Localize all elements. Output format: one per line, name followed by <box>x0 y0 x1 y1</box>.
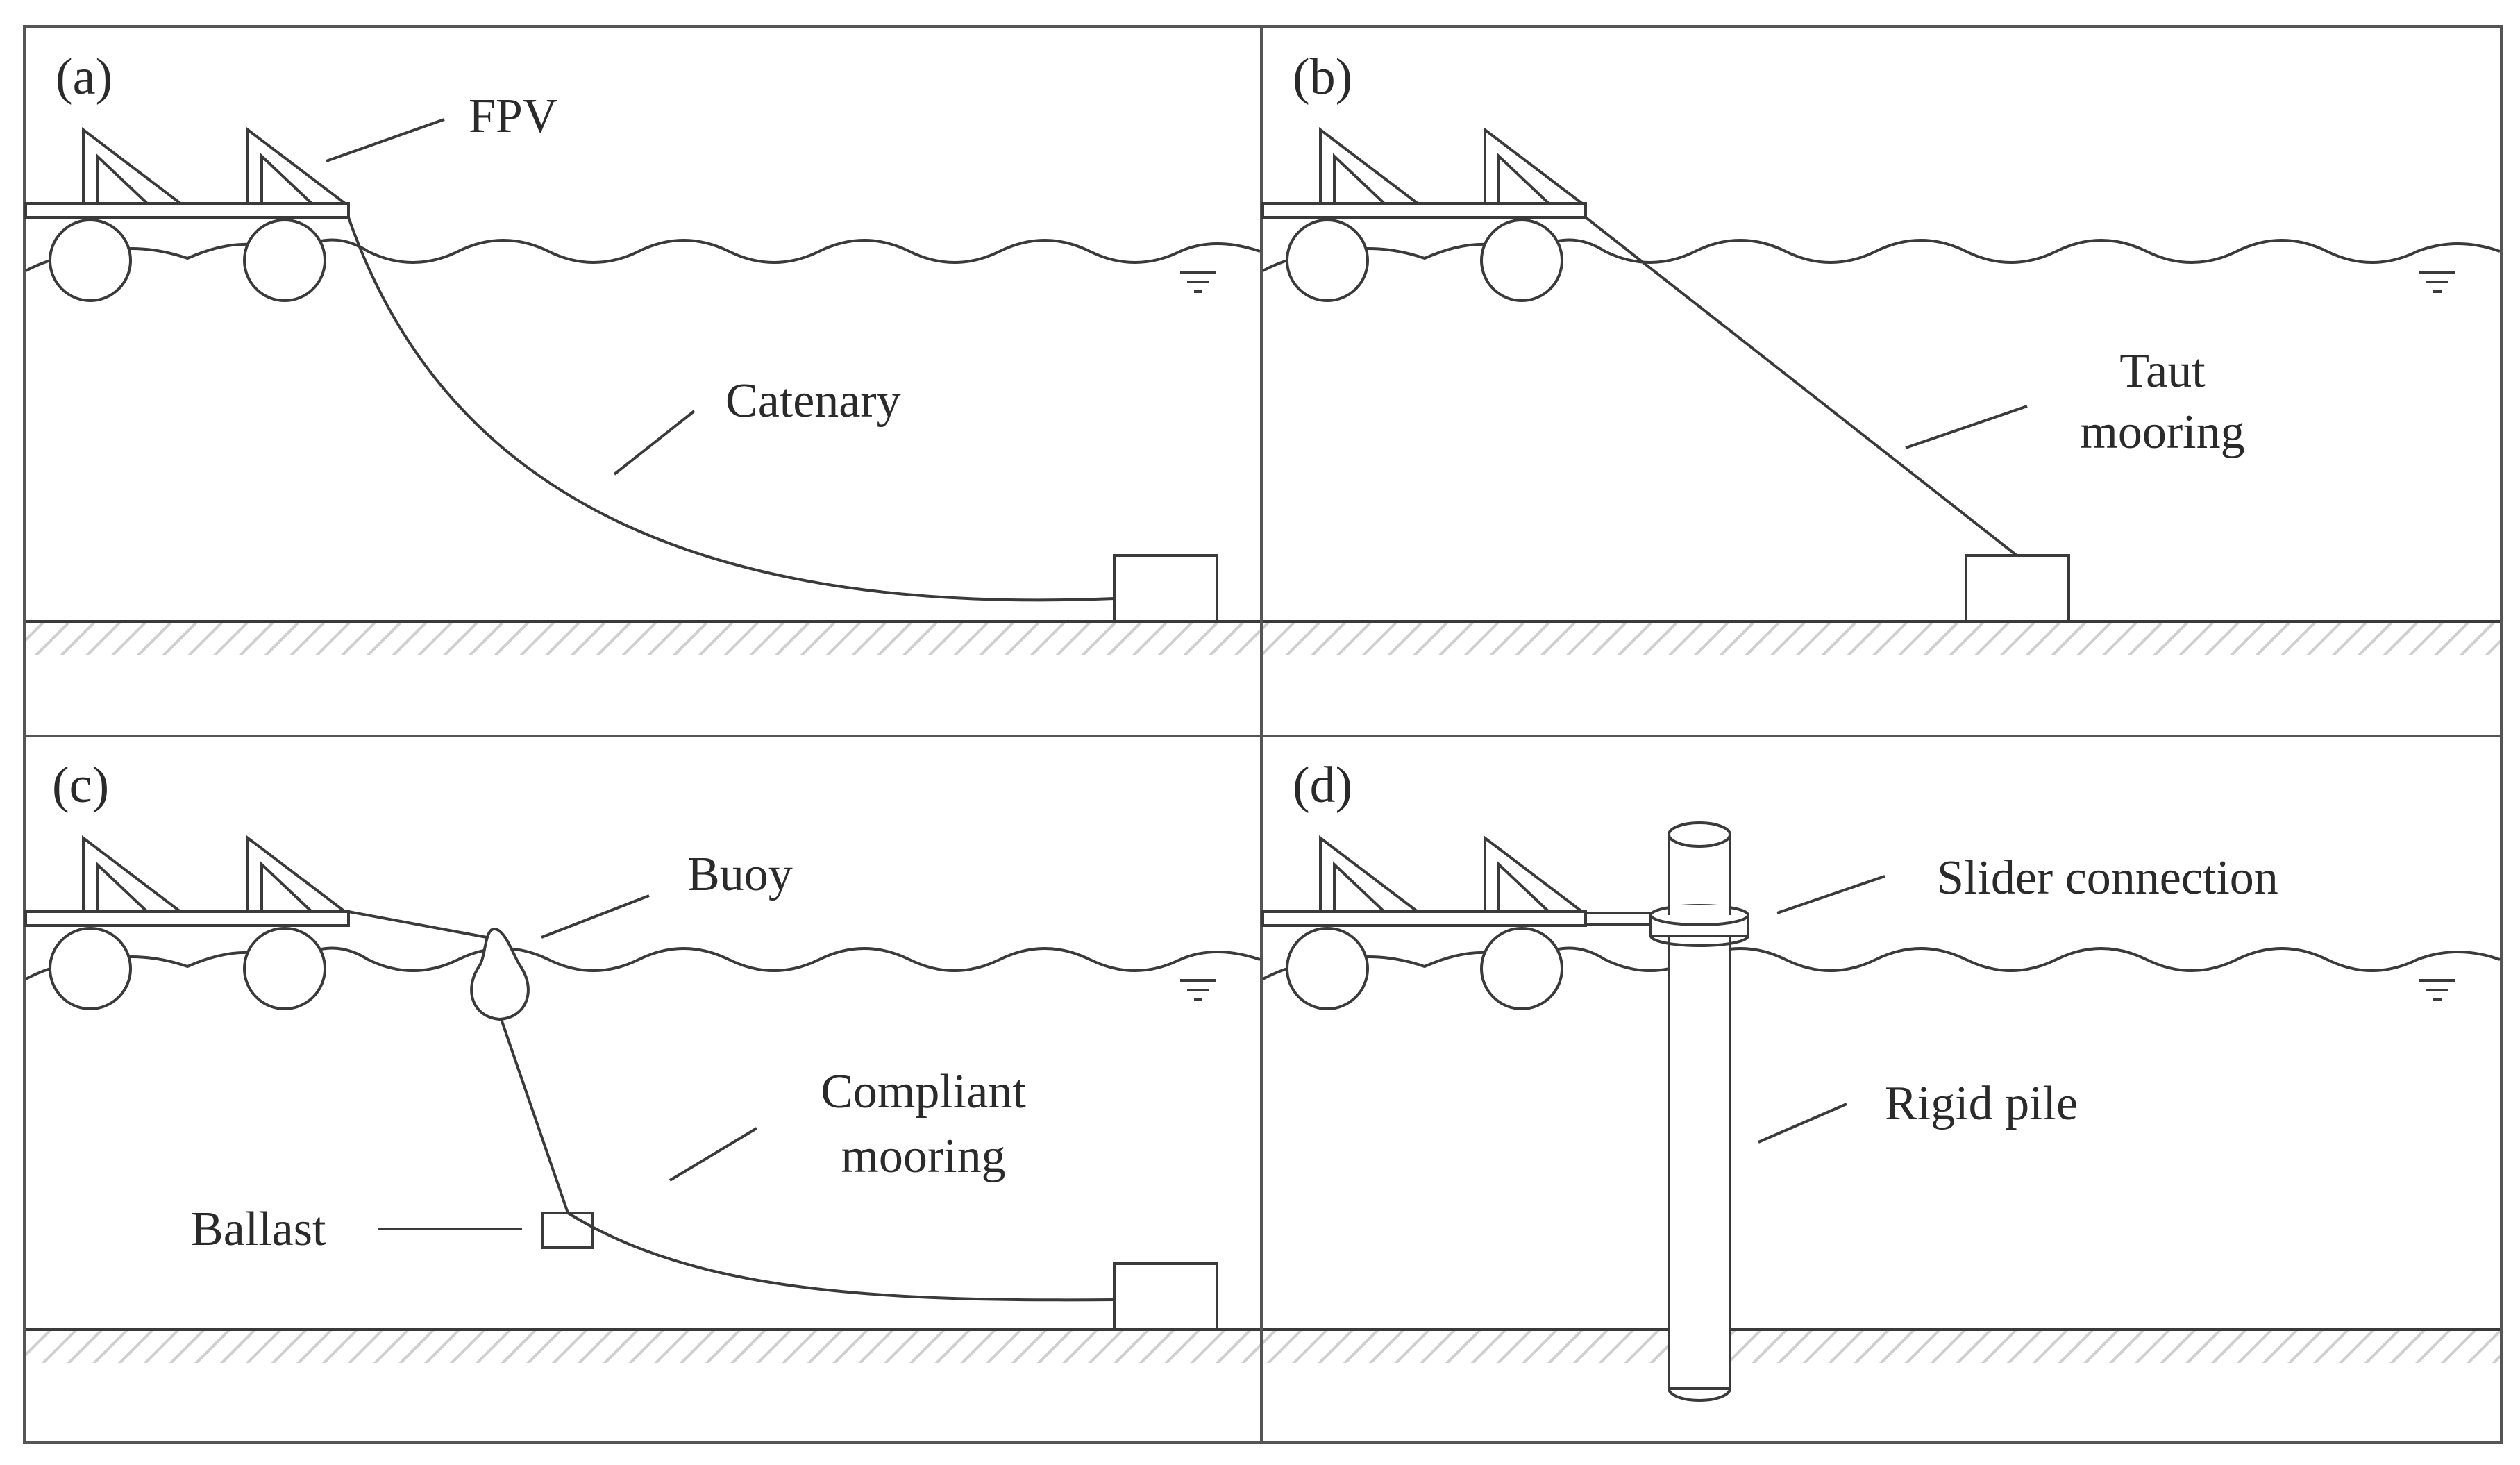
pontoon-floats <box>1286 927 1563 1010</box>
buoy <box>470 927 530 1021</box>
taut-label-line1: Taut <box>2119 344 2206 398</box>
panel-b: (b) Taut mooring <box>1261 49 2501 655</box>
panel-a: (a) FPV Catenary <box>24 49 1261 655</box>
slider-connection-label: Slider connection <box>1937 851 2278 905</box>
catenary-label: Catenary <box>725 374 901 428</box>
fpv-platform <box>24 126 350 219</box>
compliant-label-line2: mooring <box>841 1130 1005 1183</box>
water-level-symbol <box>1180 979 1216 1001</box>
taut-label-line2: mooring <box>2080 405 2244 459</box>
seabed <box>1263 1328 2500 1363</box>
fpv-platform <box>1261 835 1587 927</box>
compliant-label-line1: Compliant <box>821 1065 1026 1119</box>
fpv-platform <box>24 835 350 927</box>
panel-c-tag: (c) <box>52 757 109 814</box>
fpv-label: FPV <box>469 90 557 143</box>
panel-d: (d) Slider connection Rigid pile <box>1261 757 2501 1402</box>
leader-lines <box>1758 875 1885 1144</box>
leader-lines <box>378 894 758 1230</box>
water-surface <box>1262 946 2501 980</box>
water-surface <box>25 946 1261 980</box>
water-level-symbol <box>2419 271 2455 293</box>
pontoon-floats <box>49 927 326 1010</box>
water-surface <box>1262 238 2501 272</box>
leader-line <box>1905 405 2028 449</box>
water-level-symbol <box>2419 979 2455 1001</box>
buoy-label: Buoy <box>687 848 793 901</box>
water-level-symbol <box>1180 271 1216 293</box>
pontoon-floats <box>49 219 326 302</box>
figure-frame <box>23 25 2503 1444</box>
seabed <box>1263 620 2500 655</box>
anchor-block <box>1965 554 2070 623</box>
panel-d-tag: (d) <box>1293 757 1352 814</box>
pontoon-floats <box>1286 219 1563 302</box>
buoy-to-ballast-line <box>500 1019 569 1214</box>
compliant-mooring-line <box>566 1212 1115 1302</box>
seabed <box>26 620 1260 655</box>
seabed <box>26 1328 1260 1363</box>
panel-b-tag: (b) <box>1293 49 1352 106</box>
panel-c: (c) Buoy Compliant mooring Ballast <box>24 757 1261 1363</box>
catenary-line <box>347 217 1115 602</box>
ballast-weight <box>541 1212 594 1249</box>
ballast-label: Ballast <box>191 1203 326 1256</box>
leader-lines <box>326 118 696 476</box>
rigid-pile-label: Rigid pile <box>1885 1077 2078 1130</box>
panel-a-tag: (a) <box>56 49 112 106</box>
anchor-block <box>1113 554 1218 623</box>
platform-to-buoy-line <box>348 910 495 940</box>
slider-collar <box>1649 904 1749 947</box>
anchor-block <box>1113 1262 1218 1331</box>
fpv-platform <box>1261 126 1587 219</box>
water-surface <box>25 238 1261 272</box>
taut-mooring-line <box>1584 216 2018 557</box>
